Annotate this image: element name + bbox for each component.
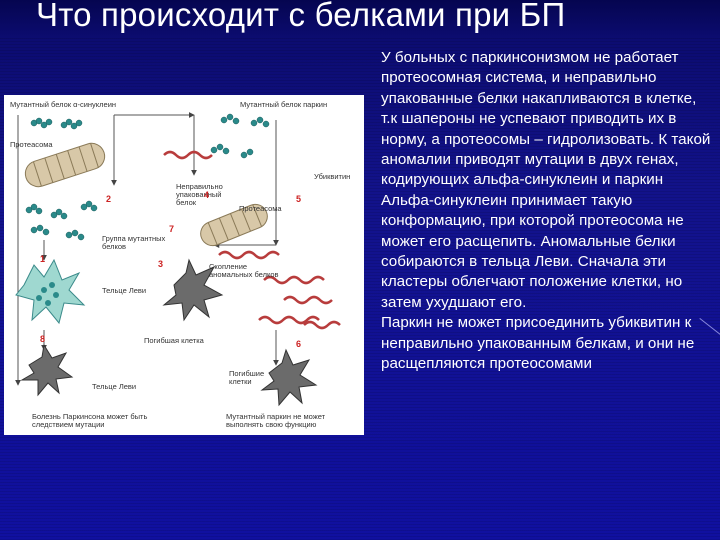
label-neuron-mid: Погибшая клетка: [144, 336, 204, 345]
label-ubiquitin: Убиквитин: [314, 172, 351, 181]
synuclein-clusters: [25, 113, 270, 241]
label-neuron-right: Погибшие клетки: [229, 369, 265, 386]
label-mutant-synuclein: Мутантный белок α-синуклеин: [10, 100, 117, 109]
proteasome-cylinder-left: [24, 142, 106, 188]
label-lewy-cluster: Тельце Леви: [102, 286, 147, 295]
lewy-aggregate: [15, 258, 86, 325]
label-mutant-group: Группа мутантных белков: [102, 234, 166, 251]
step-marker-1: 1: [40, 254, 46, 264]
label-bottom-right: Мутантный паркин не может выполнять свою…: [226, 412, 326, 429]
label-proteasome-mid: Протеасома: [239, 204, 282, 213]
step-marker-4: 4: [204, 190, 210, 200]
label-mutant-parkin: Мутантный белок паркин: [240, 100, 328, 109]
label-abnormal-proteins: Скопление аномальных белков: [209, 262, 279, 279]
paragraph-synuclein: Альфа-синуклеин принимает такую конформа…: [381, 191, 684, 311]
label-bottom-left: Болезнь Паркинсона может быть следствием…: [32, 412, 148, 429]
paragraph-mechanism: У больных с паркинсонизмом не работает п…: [381, 49, 711, 189]
step-marker-2: 2: [106, 194, 112, 204]
proteasome-diagram: Мутантный белок α-синуклеин Мутантный бе…: [4, 95, 364, 435]
diagram-graphics: [15, 112, 341, 407]
label-misfolded: Неправильно упакованный белок: [176, 182, 223, 207]
label-proteasome-left: Протеасома: [10, 140, 53, 149]
step-marker-7: 7: [169, 224, 175, 234]
slide-title: Что происходит с белками при БП: [36, 0, 566, 33]
title-bar: [0, 0, 720, 38]
slide-body-text: У больных с паркинсонизмом не работает п…: [381, 48, 711, 375]
neuron-shapes: [20, 258, 318, 407]
paragraph-parkin: Паркин не может присоединить убиквитин к…: [381, 314, 695, 373]
label-lewy-body: Тельце Леви: [92, 382, 137, 391]
proteasome-cylinder-middle: [200, 203, 268, 247]
step-marker-3: 3: [158, 259, 164, 269]
step-marker-6: 6: [296, 339, 302, 349]
step-marker-5: 5: [296, 194, 302, 204]
step-marker-8: 8: [40, 334, 46, 344]
misfolded-chains: [163, 150, 341, 330]
